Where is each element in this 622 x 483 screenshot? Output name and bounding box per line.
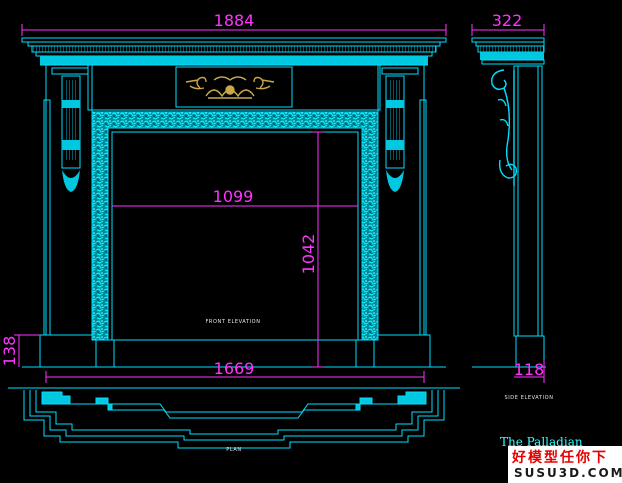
watermark-badge: 好模型任你下 SUSU3D.COM: [508, 446, 622, 483]
right-pilaster: [373, 64, 431, 368]
mantel-cornice: [21, 37, 447, 66]
model-name: The Palladian: [500, 435, 583, 449]
marble-surround: [91, 111, 379, 368]
front-elevation: FRONT ELEVATION: [21, 37, 447, 368]
dimension-opening-height: 1042: [299, 131, 324, 368]
dimension-hearth-width: 1669: [45, 359, 425, 383]
plinth-height-value: 138: [0, 336, 19, 367]
side-elevation-label: SIDE ELEVATION: [504, 395, 553, 401]
opening-height-value: 1042: [299, 234, 318, 275]
opening-width-value: 1099: [213, 187, 254, 206]
dimension-plinth-height: 138: [0, 334, 40, 367]
dimension-opening-width: 1099: [112, 187, 358, 207]
frieze: [87, 64, 381, 111]
dimension-overall-width: 1884: [21, 11, 447, 36]
front-elevation-label: FRONT ELEVATION: [205, 319, 260, 325]
side-elevation: SIDE ELEVATION: [471, 37, 553, 401]
hearth-width-value: 1669: [214, 359, 255, 378]
corbel-scroll-icon: [491, 69, 518, 186]
side-depth-value: 322: [492, 11, 523, 30]
watermark-chinese: 好模型任你下: [512, 450, 608, 466]
dimension-side-depth: 322: [471, 11, 545, 36]
scroll-ornament-icon: [185, 76, 275, 99]
plan-label: PLAN: [226, 447, 241, 453]
side-plinth-value: 118: [514, 360, 545, 379]
overall-width-value: 1884: [214, 11, 255, 30]
dimension-side-plinth: 118: [514, 360, 545, 383]
plan-view: PLAN: [8, 387, 460, 453]
left-pilaster: [39, 64, 97, 368]
watermark-url: SUSU3D.COM: [514, 466, 622, 480]
